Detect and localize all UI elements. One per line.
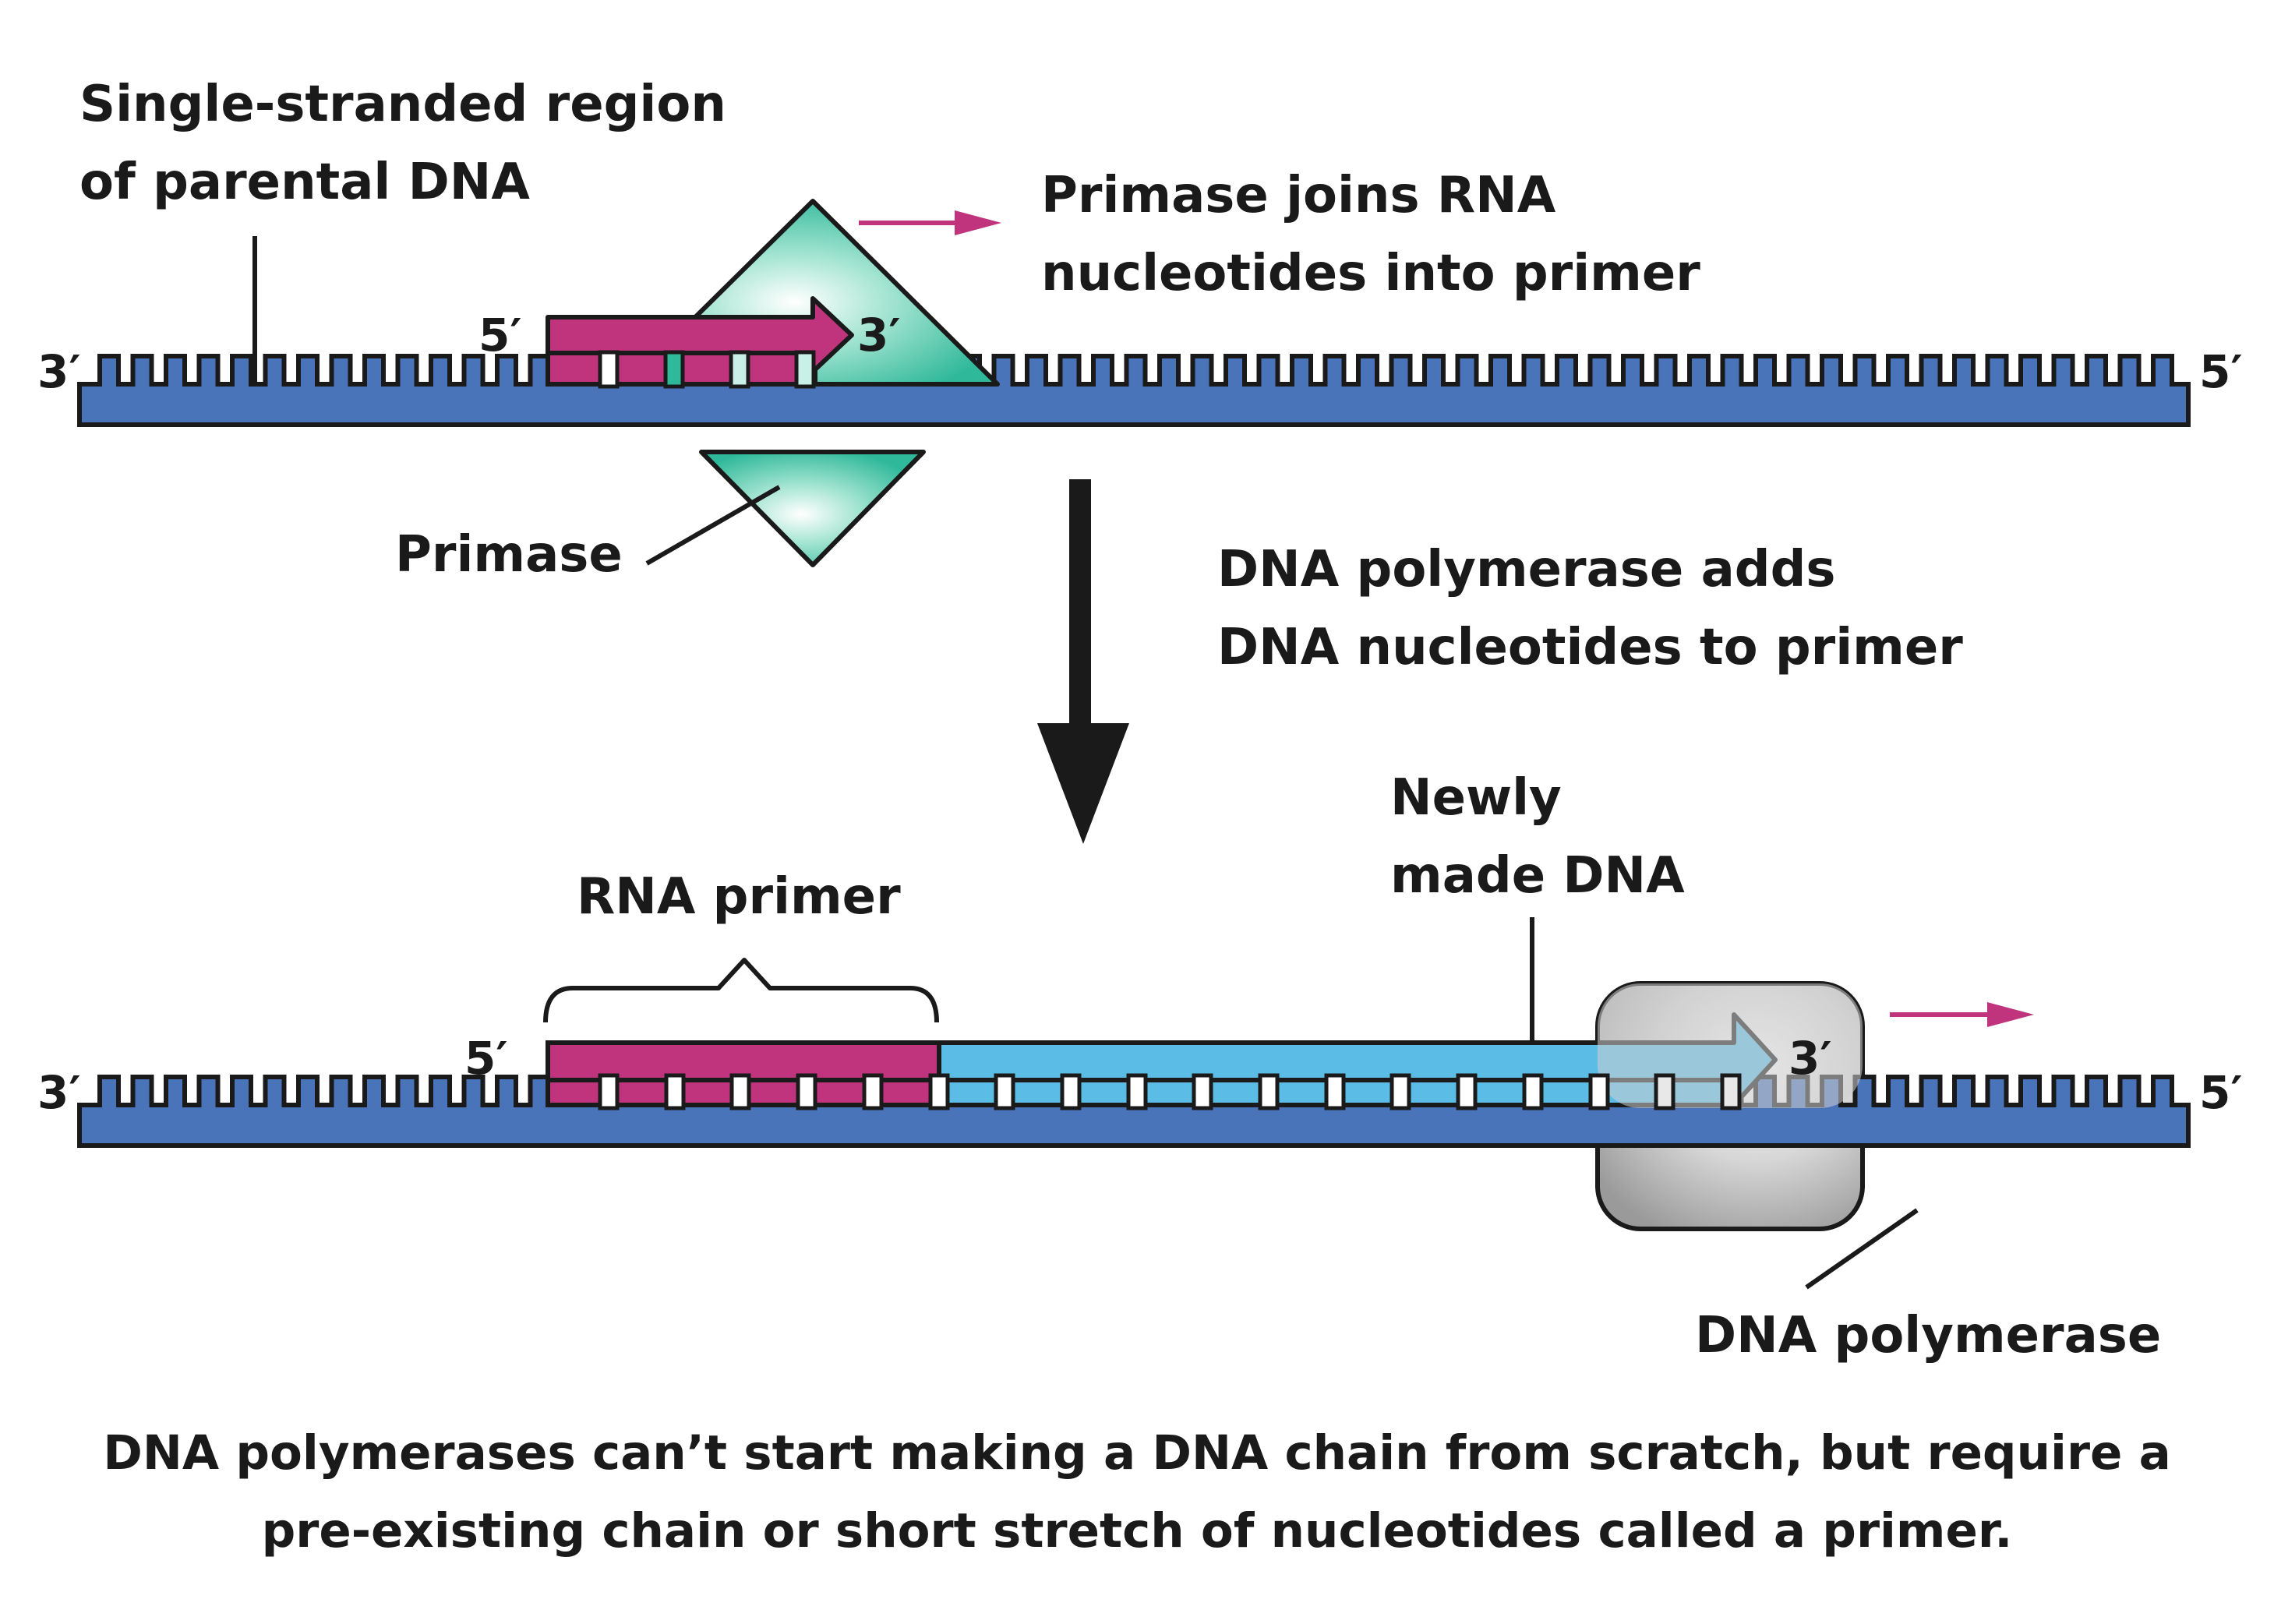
primase-lower xyxy=(699,450,926,567)
bottom-strand-3-end: 3′ xyxy=(37,1066,81,1119)
single-stranded-label-line1: Single-stranded region xyxy=(79,76,726,133)
dna-polymerase-label: DNA polymerase xyxy=(1695,1307,2161,1365)
caption-line2: pre-existing chain or short stretch of n… xyxy=(262,1503,2013,1559)
base-pair-nucleotide xyxy=(1456,1073,1478,1110)
dna-polymerase-leader-line xyxy=(1805,1208,1919,1290)
dna-strand-backbone xyxy=(77,354,2191,427)
rna-primer-label: RNA primer xyxy=(577,868,901,926)
base-pair-nucleotide xyxy=(1588,1073,1610,1110)
base-pair-nucleotide xyxy=(1389,1073,1411,1110)
base-pair-nucleotide xyxy=(796,1073,817,1110)
right-arrow-icon xyxy=(1890,1002,2034,1027)
top-primer-3-end: 3′ xyxy=(857,309,901,362)
primase-label: Primase xyxy=(395,526,623,584)
bottom-strand-5-end: 5′ xyxy=(2199,1066,2243,1119)
base-pair-nucleotide xyxy=(663,350,685,389)
base-pair-nucleotide xyxy=(1258,1073,1280,1110)
primase-joins-label-line2: nucleotides into primer xyxy=(1041,245,1700,302)
caption-line1: DNA polymerases can’t start making a DNA… xyxy=(103,1425,2171,1481)
base-pair-nucleotide xyxy=(862,1073,884,1110)
right-arrow-icon xyxy=(859,210,1001,235)
top-primer-5-end: 5′ xyxy=(478,309,522,362)
base-pair-nucleotide xyxy=(794,350,816,389)
single-stranded-label-line2: of parental DNA xyxy=(79,154,530,211)
base-pair-nucleotide xyxy=(598,1073,620,1110)
newly-made-label-line2: made DNA xyxy=(1390,847,1685,905)
rna-primer-brace xyxy=(543,958,939,1023)
rna-primer-top-arrow xyxy=(546,296,854,374)
base-pair-nucleotide xyxy=(1654,1073,1675,1110)
base-pair-nucleotide xyxy=(1324,1073,1346,1110)
top-strand-5-end: 5′ xyxy=(2199,345,2243,398)
polymerase-adds-label-line1: DNA polymerase adds xyxy=(1217,541,1835,598)
primase-joins-label-line1: Primase joins RNA xyxy=(1041,167,1556,224)
base-pair-nucleotide xyxy=(1720,1073,1742,1110)
newly-made-label-line1: Newly xyxy=(1390,769,1562,827)
base-pair-nucleotide xyxy=(1126,1073,1148,1110)
base-pair-nucleotide xyxy=(664,1073,686,1110)
base-pair-nucleotide xyxy=(729,1073,751,1110)
down-arrow-icon xyxy=(1037,479,1129,844)
polymerase-adds-label-line2: DNA nucleotides to primer xyxy=(1217,619,1963,676)
base-pair-nucleotide xyxy=(598,350,620,389)
base-pair-nucleotide xyxy=(1192,1073,1213,1110)
base-pair-nucleotide xyxy=(1060,1073,1082,1110)
bottom-new-3-end: 3′ xyxy=(1788,1032,1832,1085)
base-pair-nucleotide xyxy=(729,350,750,389)
rna-primer-top-bases xyxy=(598,350,816,389)
base-pair-nucleotide xyxy=(994,1073,1015,1110)
base-pair-nucleotide xyxy=(928,1073,950,1110)
top-strand-3-end: 3′ xyxy=(37,345,81,398)
parental-dna-strand-top xyxy=(77,354,2191,427)
base-pair-nucleotide xyxy=(1522,1073,1544,1110)
primase-leader-line xyxy=(645,485,781,566)
new-strand-bases xyxy=(598,1073,1742,1110)
bottom-primer-5-end: 5′ xyxy=(464,1032,508,1085)
